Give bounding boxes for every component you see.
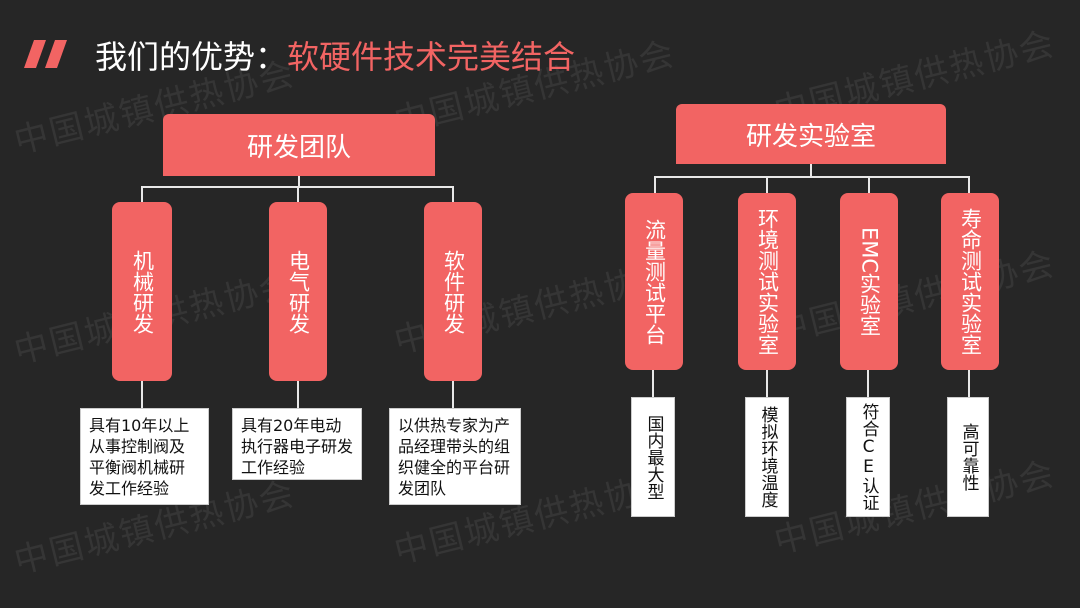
lab-header: 研发实验室: [676, 104, 946, 164]
title-prefix: 我们的优势：: [95, 38, 288, 76]
watermark: 中国城镇供热协会: [770, 453, 1060, 563]
title-highlight: 软硬件技术完美结合: [287, 38, 576, 76]
rd-team-header: 研发团队: [163, 114, 435, 176]
rd-item-mechanical: 机械研发: [112, 202, 172, 381]
rd-note-software: 以供热专家为产品经理带头的组织健全的平台研发团队: [389, 408, 521, 505]
page-title: 我们的优势：软硬件技术完美结合: [95, 32, 575, 78]
lab-item-environment: 环境测试实验室: [738, 193, 796, 370]
lab-note-flow: 国内最大型: [631, 397, 675, 517]
rd-note-mechanical: 具有10年以上从事控制阀及平衡阀机械研发工作经验: [80, 408, 209, 505]
lab-note-emc: 符合CE认证: [846, 397, 890, 517]
rd-item-electrical: 电气研发: [269, 202, 327, 381]
double-slash-icon: [24, 40, 67, 68]
lab-item-lifetime: 寿命测试实验室: [941, 193, 999, 370]
rd-item-software: 软件研发: [424, 202, 482, 381]
lab-note-environment: 模拟环境温度: [745, 397, 789, 517]
lab-note-lifetime: 高可靠性: [947, 397, 989, 517]
lab-item-flow: 流量测试平台: [625, 193, 683, 370]
lab-item-emc: EMC实验室: [840, 193, 898, 370]
watermark: 中国城镇供热协会: [770, 243, 1060, 353]
rd-note-electrical: 具有20年电动执行器电子研发工作经验: [232, 408, 362, 480]
